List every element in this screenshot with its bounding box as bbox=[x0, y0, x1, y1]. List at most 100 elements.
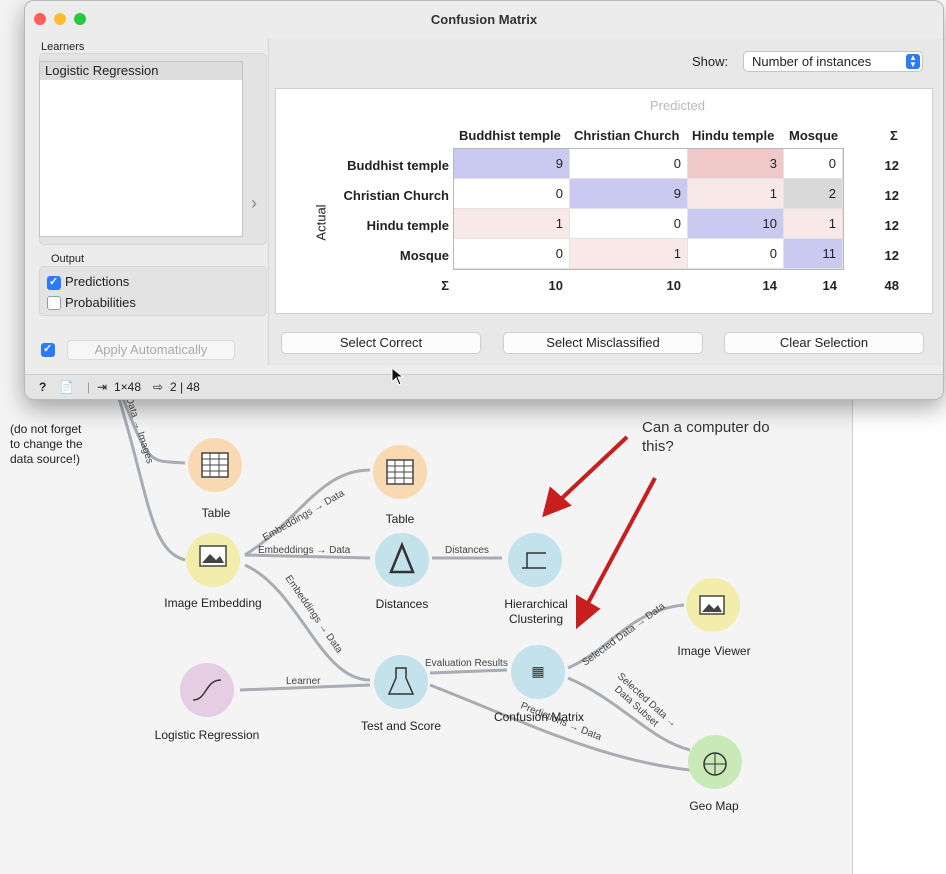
link-label-data-images: Data → Images bbox=[123, 396, 155, 465]
image-viewer-node-icon[interactable] bbox=[686, 578, 740, 632]
select-correct-button[interactable]: Select Correct bbox=[281, 332, 481, 354]
probabilities-checkbox[interactable] bbox=[47, 296, 61, 310]
hierarchical-clustering-node-icon[interactable] bbox=[508, 533, 562, 587]
matrix-grid[interactable]: 9 0 3 0 0 9 1 2 1 0 10 1 0 1 0 11 bbox=[453, 148, 844, 270]
node-label-image-embedding: Image Embedding bbox=[164, 596, 262, 610]
output-group-title: Output bbox=[51, 253, 85, 265]
row-header-sum: Σ bbox=[441, 278, 449, 293]
title-bar[interactable]: Confusion Matrix bbox=[25, 1, 943, 37]
matrix-cell[interactable]: 0 bbox=[688, 239, 784, 269]
row-total: 12 bbox=[884, 218, 899, 233]
clear-selection-button[interactable]: Clear Selection bbox=[724, 332, 924, 354]
status-output-count: 2 | 48 bbox=[170, 380, 200, 394]
learner-item[interactable]: Logistic Regression bbox=[40, 62, 242, 80]
matrix-cell[interactable]: 0 bbox=[454, 239, 570, 269]
predicted-axis-label: Predicted bbox=[650, 98, 705, 113]
matrix-cell[interactable]: 3 bbox=[688, 149, 784, 179]
matrix-cell[interactable]: 0 bbox=[570, 149, 688, 179]
report-icon[interactable]: 📄 bbox=[59, 380, 74, 394]
col-total: 10 bbox=[666, 278, 681, 293]
node-label-table: Table bbox=[201, 506, 231, 520]
minimize-window-button[interactable] bbox=[54, 13, 66, 25]
row-total: 12 bbox=[884, 158, 899, 173]
matrix-cell[interactable]: 10 bbox=[688, 209, 784, 239]
matrix-cell[interactable]: 0 bbox=[784, 149, 843, 179]
apply-automatically-button[interactable]: Apply Automatically bbox=[67, 340, 235, 360]
node-label-hierarchical-clustering: Hierarchical Clustering bbox=[504, 597, 568, 626]
image-embedding-node-icon[interactable] bbox=[186, 533, 240, 587]
learner-item-label: Logistic Regression bbox=[45, 63, 159, 78]
matrix-cell[interactable]: 1 bbox=[688, 179, 784, 209]
show-select-value: Number of instances bbox=[752, 54, 872, 69]
col-header-mosque: Mosque bbox=[789, 128, 839, 143]
learners-group-title: Learners bbox=[41, 41, 85, 53]
matrix-cell[interactable]: 9 bbox=[570, 179, 688, 209]
status-bar: ? 📄 | ⇥ 1×48 ⇨ 2 | 48 bbox=[25, 374, 943, 399]
matrix-cell[interactable]: 1 bbox=[570, 239, 688, 269]
row-header-buddhist-temple: Buddhist temple bbox=[347, 158, 449, 173]
link-label-emb-table: Embeddings → Data bbox=[261, 488, 347, 544]
col-header-hindu-temple: Hindu temple bbox=[692, 128, 775, 143]
status-divider: | bbox=[87, 380, 91, 394]
link-label-distances: Distances bbox=[445, 545, 489, 556]
geo-map-node-icon[interactable] bbox=[688, 735, 742, 789]
select-chevron-icon: ▲▼ bbox=[906, 54, 920, 69]
output-group bbox=[39, 266, 267, 316]
node-label-distances: Distances bbox=[375, 597, 429, 611]
workflow-links bbox=[116, 389, 691, 772]
actual-axis-label: Actual bbox=[313, 204, 329, 241]
link-labels: Data → Images Embeddings → Data Embeddin… bbox=[123, 396, 678, 744]
col-header-sum: Σ bbox=[890, 128, 898, 143]
status-input-count: 1×48 bbox=[114, 380, 142, 394]
row-total: 12 bbox=[884, 248, 899, 263]
zoom-window-button[interactable] bbox=[74, 13, 86, 25]
window-title: Confusion Matrix bbox=[430, 12, 538, 27]
collapse-panel-arrow-icon[interactable]: › bbox=[251, 193, 257, 213]
node-label-table2: Table bbox=[385, 512, 415, 526]
node-label-test-and-score: Test and Score bbox=[360, 719, 442, 733]
svg-text:▦: ▦ bbox=[531, 664, 544, 680]
node-label-geo-map: Geo Map bbox=[689, 799, 739, 813]
col-header-buddhist-temple: Buddhist temple bbox=[459, 128, 561, 143]
link-label-emb-test: Embeddings → Data bbox=[283, 573, 345, 655]
col-total: 14 bbox=[762, 278, 777, 293]
table-node-icon[interactable] bbox=[188, 438, 242, 492]
row-header-christian-church: Christian Church bbox=[343, 188, 449, 203]
matrix-cell[interactable]: 1 bbox=[784, 209, 843, 239]
test-and-score-node-icon[interactable] bbox=[374, 655, 428, 709]
apply-automatically-checkbox[interactable] bbox=[41, 342, 55, 357]
workflow-nodes: ▦ bbox=[180, 438, 742, 789]
node-label-logistic-regression: Logistic Regression bbox=[154, 728, 260, 742]
matrix-cell[interactable]: 0 bbox=[570, 209, 688, 239]
link-label-eval: Evaluation Results bbox=[425, 658, 508, 669]
matrix-cell[interactable]: 2 bbox=[784, 179, 843, 209]
note-text: (do not forget to change the data source… bbox=[10, 422, 83, 466]
distances-node-icon[interactable] bbox=[375, 533, 429, 587]
logistic-regression-node-icon[interactable] bbox=[180, 663, 234, 717]
col-total: 10 bbox=[548, 278, 563, 293]
matrix-cell[interactable]: 0 bbox=[454, 179, 570, 209]
row-header-mosque: Mosque bbox=[399, 248, 449, 263]
link-label-emb-dist: Embeddings → Data bbox=[258, 545, 351, 556]
matrix-cell[interactable]: 9 bbox=[454, 149, 570, 179]
table2-node-icon[interactable] bbox=[373, 445, 427, 499]
annotation-text: Can a computer do this? bbox=[642, 419, 770, 455]
row-total: 12 bbox=[884, 188, 899, 203]
confusion-matrix-window: Confusion Matrix Learners Logistic Regre… bbox=[24, 0, 944, 400]
help-icon[interactable]: ? bbox=[39, 380, 47, 394]
output-icon: ⇨ bbox=[153, 380, 164, 394]
select-misclassified-button[interactable]: Select Misclassified bbox=[503, 332, 703, 354]
node-label-image-viewer: Image Viewer bbox=[677, 644, 751, 658]
matrix-cell[interactable]: 11 bbox=[784, 239, 843, 269]
confusion-matrix-table bbox=[275, 88, 933, 314]
learners-list[interactable]: Logistic Regression bbox=[39, 61, 243, 237]
show-select[interactable]: Number of instances ▲▼ bbox=[743, 51, 923, 72]
link-label-learner: Learner bbox=[286, 676, 321, 687]
close-window-button[interactable] bbox=[34, 13, 46, 25]
grand-total: 48 bbox=[884, 278, 899, 293]
confusion-matrix-node-icon[interactable]: ▦ bbox=[511, 645, 565, 699]
matrix-cell[interactable]: 1 bbox=[454, 209, 570, 239]
mouse-cursor-icon bbox=[391, 367, 405, 386]
input-icon: ⇥ bbox=[97, 380, 108, 394]
predictions-checkbox[interactable] bbox=[47, 275, 61, 290]
